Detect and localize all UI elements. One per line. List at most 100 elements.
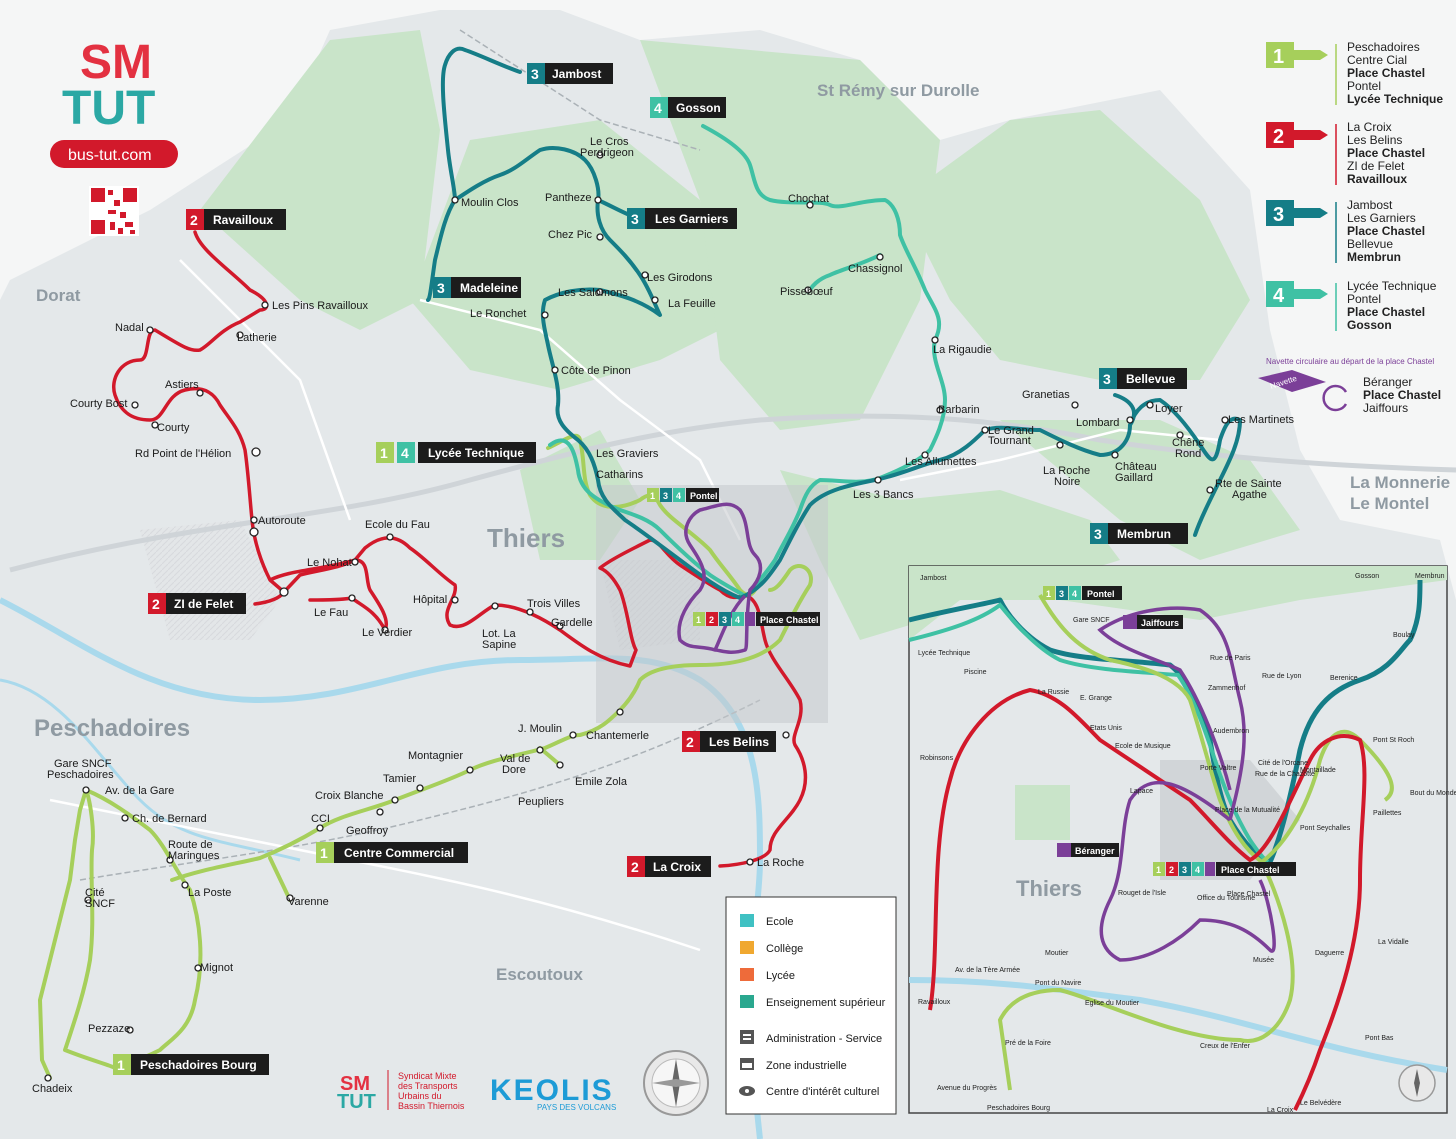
legend-line-number: 2 [1273, 126, 1284, 148]
svg-text:SNCF: SNCF [85, 898, 115, 910]
navette-legend: Navette circulaire au départ de la place… [1258, 357, 1441, 415]
svg-text:Les Girodons: Les Girodons [647, 272, 713, 284]
inset-label: Moutier [1045, 950, 1069, 957]
legend-stop: Place Chastel [1347, 146, 1425, 160]
legend-line-arrow [1294, 289, 1328, 299]
town-thiers: Thiers [487, 523, 565, 553]
inset-terminal-pontel[interactable]: 1 3 4 Pontel [1043, 586, 1122, 600]
stop-labels: Les Pins Ravailloux Latherie Nadal Astie… [32, 136, 1295, 1095]
town-peschadoires: Peschadoires [34, 715, 190, 742]
svg-text:2: 2 [631, 859, 639, 875]
svg-text:Gare SNCF: Gare SNCF [54, 758, 112, 770]
svg-text:Granetias: Granetias [1022, 389, 1070, 401]
svg-text:TUT: TUT [62, 82, 155, 135]
svg-text:Maringues: Maringues [168, 850, 220, 862]
inset-terminal-place-chastel[interactable]: 1 2 3 4 Place Chastel [1153, 862, 1296, 876]
svg-text:ZI de Felet: ZI de Felet [174, 597, 233, 611]
svg-text:3: 3 [1094, 526, 1102, 542]
legend-line-badge [1266, 42, 1294, 68]
inset-label: Etats Unis [1090, 725, 1122, 732]
terminal-membrun[interactable]: 3 Membrun [1090, 523, 1188, 544]
inset-label: Pont du Navire [1035, 980, 1081, 987]
terminal-bellevue[interactable]: 3 Bellevue [1099, 368, 1187, 389]
svg-text:Moulin Clos: Moulin Clos [461, 197, 519, 209]
svg-text:Ecole du Fau: Ecole du Fau [365, 519, 430, 531]
inset-label: Jambost [920, 575, 947, 582]
terminal-peschadoires-bourg[interactable]: 1 Peschadoires Bourg [113, 1054, 269, 1075]
terminal-les-garniers[interactable]: 3 Les Garniers [627, 208, 737, 229]
motorway [9, 413, 1456, 573]
svg-text:KEOLIS: KEOLIS [490, 1074, 614, 1107]
inset-terminal-beranger[interactable]: Béranger [1057, 843, 1119, 857]
svg-text:Astiers: Astiers [165, 379, 199, 391]
svg-text:3: 3 [437, 280, 445, 296]
town-escoutoux: Escoutoux [496, 965, 583, 984]
terminal-gosson[interactable]: 4 Gosson [650, 97, 726, 118]
terminal-ravailloux[interactable]: 2 Ravailloux [186, 209, 286, 230]
town-le-montel: Le Montel [1350, 494, 1429, 513]
terminal-place-chastel[interactable]: 1 2 3 4 Place Chastel [693, 612, 820, 626]
svg-text:3: 3 [1059, 589, 1064, 599]
svg-text:Hôpital: Hôpital [413, 594, 447, 606]
inset-label: Place de la Mutualité [1215, 807, 1280, 814]
svg-text:Cité: Cité [85, 887, 105, 899]
terminal-pontel[interactable]: 1 3 4 Pontel [647, 488, 719, 502]
terminal-jambost[interactable]: 3 Jambost [527, 63, 613, 84]
railway [79, 29, 761, 881]
svg-text:4: 4 [1195, 865, 1200, 875]
inset-label: Audembron [1213, 728, 1249, 735]
river-branch [0, 678, 301, 862]
svg-text:Pantheze: Pantheze [545, 192, 591, 204]
svg-text:4: 4 [1072, 589, 1077, 599]
svg-text:Chantemerle: Chantemerle [586, 730, 649, 742]
svg-text:Trois Villes: Trois Villes [527, 598, 581, 610]
svg-text:Ravailloux: Ravailloux [213, 213, 273, 227]
legend-stop: Membrun [1347, 250, 1401, 264]
svg-text:Château: Château [1115, 461, 1157, 473]
inset-label: Piscine [964, 669, 987, 676]
inset-label: Rouget de l'Isle [1118, 890, 1166, 897]
svg-text:Madeleine: Madeleine [460, 281, 518, 295]
legend-line-number: 1 [1273, 46, 1284, 68]
svg-text:Geoffroy: Geoffroy [346, 825, 388, 837]
terminal-centre-commercial[interactable]: 1 Centre Commercial [316, 842, 468, 863]
svg-text:Pissebœuf: Pissebœuf [780, 286, 834, 298]
svg-text:Les Graviers: Les Graviers [596, 448, 659, 460]
svg-text:Peschadoires Bourg: Peschadoires Bourg [140, 1058, 257, 1072]
inset-label: La Russie [1038, 689, 1069, 696]
website-link[interactable]: bus-tut.com [50, 140, 178, 168]
svg-text:Rd Point de l'Hélion: Rd Point de l'Hélion [135, 448, 231, 460]
inset-terminal-jaiffours[interactable]: Jaiffours [1123, 615, 1183, 629]
terminal-la-croix[interactable]: 2 La Croix [627, 856, 711, 877]
svg-text:1: 1 [380, 445, 388, 461]
terminal-madeleine[interactable]: 3 Madeleine [433, 277, 521, 298]
inset-label: Pont Seychalles [1300, 825, 1351, 832]
inset-label: Daguerre [1315, 950, 1344, 957]
school-icon [740, 914, 754, 927]
svg-text:Les Allumettes: Les Allumettes [905, 456, 977, 468]
svg-text:4: 4 [735, 615, 740, 625]
svg-text:Route de: Route de [168, 839, 213, 851]
legend-stop: Les Garniers [1347, 211, 1416, 225]
inset-label: Ravailloux [918, 999, 951, 1006]
terminal-lycee-technique[interactable]: 1 4 Lycée Technique [376, 442, 536, 463]
inset-label: Zammenhof [1208, 685, 1245, 692]
inset-label: Place Chastel [1227, 891, 1271, 898]
svg-text:La Poste: La Poste [188, 887, 231, 899]
svg-text:Jaiffours: Jaiffours [1141, 618, 1179, 628]
svg-text:Mignot: Mignot [200, 962, 233, 974]
terminal-zi-de-felet[interactable]: 2 ZI de Felet [148, 593, 246, 614]
svg-text:Navette circulaire au départ d: Navette circulaire au départ de la place… [1266, 357, 1434, 366]
svg-text:Sapine: Sapine [482, 639, 516, 651]
terminal-les-belins[interactable]: 2 Les Belins [682, 731, 776, 752]
legend-line-badge [1266, 200, 1294, 226]
legend-stop: Pontel [1347, 292, 1381, 306]
inset-label: Gare SNCF [1073, 617, 1110, 624]
legend-stop: ZI de Felet [1347, 159, 1405, 173]
inset-label: Lapace [1130, 788, 1153, 795]
svg-text:Peschadoires: Peschadoires [47, 769, 114, 781]
svg-text:2: 2 [1169, 865, 1174, 875]
